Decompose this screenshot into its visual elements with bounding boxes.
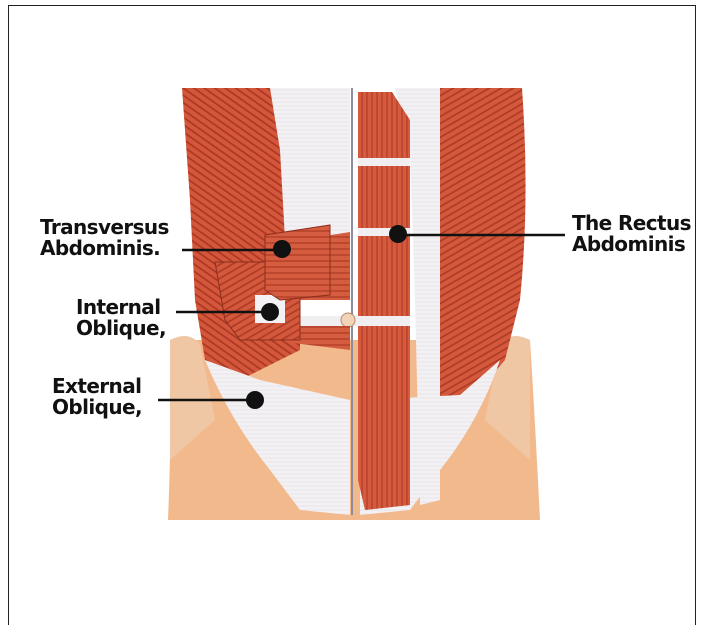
label-rectus-abdominis: The Rectus Abdominis <box>572 213 691 255</box>
label-line: Internal <box>76 297 166 318</box>
label-line: External <box>52 376 142 397</box>
label-line: Abdominis <box>572 234 691 255</box>
label-line: Oblique, <box>76 318 166 339</box>
label-line: Transversus <box>40 217 169 238</box>
transversus-abdominis-muscle <box>265 225 330 300</box>
label-external-oblique: External Oblique, <box>52 376 142 418</box>
label-internal-oblique: Internal Oblique, <box>76 297 166 339</box>
label-transversus-abdominis: Transversus Abdominis. <box>40 217 169 259</box>
label-line: Oblique, <box>52 397 142 418</box>
label-line: The Rectus <box>572 213 691 234</box>
label-line: Abdominis. <box>40 238 169 259</box>
